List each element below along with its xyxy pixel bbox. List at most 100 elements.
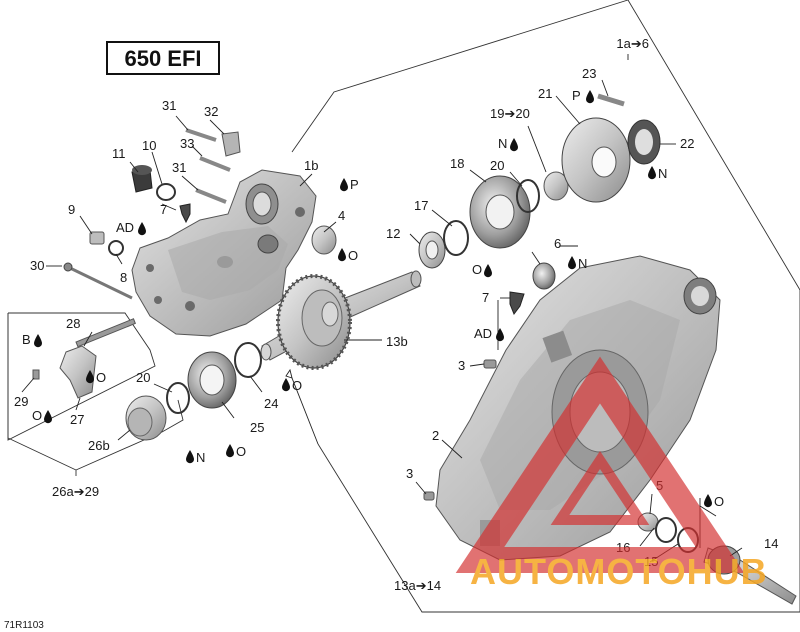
lube-mark-P-21: P bbox=[572, 88, 594, 104]
callout-24: 24 bbox=[264, 396, 278, 411]
lubricant-markers: P P N N N N O O bbox=[22, 88, 724, 509]
svg-text:AD: AD bbox=[116, 220, 134, 235]
seal-22 bbox=[627, 119, 661, 165]
bearing-6 bbox=[532, 262, 556, 290]
callout-7a: 7 bbox=[160, 202, 167, 217]
callout-7b: 7 bbox=[482, 290, 489, 305]
callout-12: 12 bbox=[386, 226, 400, 241]
svg-text:N: N bbox=[578, 256, 587, 271]
callout-32: 32 bbox=[204, 104, 218, 119]
callout-29: 29 bbox=[14, 394, 28, 409]
callout-13b: 13b bbox=[386, 334, 408, 349]
lube-mark-N-22: N bbox=[648, 166, 667, 181]
lube-mark-B-29: B bbox=[22, 332, 42, 348]
bevel-gear-shaft-13b bbox=[260, 270, 422, 370]
callout-31b: 31 bbox=[172, 160, 186, 175]
group-outline-left bbox=[7, 312, 184, 476]
oring-17 bbox=[443, 220, 469, 256]
model-title: 650 EFI bbox=[124, 46, 201, 71]
callout-26a-29: 26a➔29 bbox=[52, 484, 99, 499]
svg-text:P: P bbox=[572, 88, 581, 103]
callout-22: 22 bbox=[680, 136, 694, 151]
lube-mark-O-28: O bbox=[86, 370, 106, 385]
callout-33: 33 bbox=[180, 136, 194, 151]
lube-mark-AD-7b: AD bbox=[474, 326, 504, 342]
lube-mark-O-18: O bbox=[472, 262, 492, 278]
bearing-18 bbox=[469, 175, 531, 249]
bolts-31-33 bbox=[185, 128, 241, 204]
svg-text:N: N bbox=[658, 166, 667, 181]
bolt-7b bbox=[509, 291, 525, 316]
svg-text:O: O bbox=[32, 408, 42, 423]
svg-text:O: O bbox=[348, 248, 358, 263]
sleeve-19 bbox=[543, 171, 569, 201]
oring-20-left bbox=[166, 382, 190, 414]
callout-1b: 1b bbox=[304, 158, 318, 173]
svg-text:P: P bbox=[350, 177, 359, 192]
watermark-brand: AUTOMOTOHUB bbox=[470, 551, 768, 592]
callout-17: 17 bbox=[414, 198, 428, 213]
callout-13a-14: 13a➔14 bbox=[394, 578, 441, 593]
group-outline-right bbox=[291, 0, 800, 613]
lube-mark-O-24: O bbox=[704, 494, 724, 509]
cover-plate-21 bbox=[561, 117, 631, 203]
callout-19-20: 19➔20 bbox=[490, 106, 530, 121]
dowel-3b bbox=[423, 491, 435, 501]
callout-31a: 31 bbox=[162, 98, 176, 113]
callout-6: 6 bbox=[554, 236, 561, 251]
bolt-23 bbox=[597, 93, 625, 107]
callout-8: 8 bbox=[120, 270, 127, 285]
lube-mark-O-27: O bbox=[32, 408, 52, 424]
svg-text:O: O bbox=[292, 378, 302, 393]
lube-mark-AD-7a: AD bbox=[116, 220, 146, 236]
callout-20-left: 20 bbox=[136, 370, 150, 385]
lube-mark-O-13b: O bbox=[282, 378, 302, 393]
callout-3b: 3 bbox=[406, 466, 413, 481]
lube-mark-O-4: O bbox=[338, 248, 358, 263]
callout-30: 30 bbox=[30, 258, 44, 273]
callout-labels: 1a➔6 1b 2 3 3 4 5 6 7 7 8 9 10 11 12 13b… bbox=[14, 36, 778, 593]
shift-fork-27 bbox=[59, 318, 137, 399]
callout-23: 23 bbox=[582, 66, 596, 81]
figure-code: 71R1103 bbox=[4, 620, 44, 631]
svg-text:O: O bbox=[714, 494, 724, 509]
model-title-box: 650 EFI bbox=[106, 41, 220, 75]
sleeve-4 bbox=[311, 225, 337, 255]
lube-mark-N-20: N bbox=[186, 450, 205, 465]
svg-text:O: O bbox=[236, 444, 246, 459]
callout-14: 14 bbox=[764, 536, 778, 551]
svg-text:O: O bbox=[472, 262, 482, 277]
seal-12 bbox=[418, 231, 446, 269]
callout-10: 10 bbox=[142, 138, 156, 153]
watermark: AUTOMOTOHUB bbox=[455, 356, 768, 592]
callout-28: 28 bbox=[66, 316, 80, 331]
pin-29 bbox=[32, 369, 40, 380]
lube-mark-O-25: O bbox=[226, 444, 246, 459]
svg-text:AD: AD bbox=[474, 326, 492, 341]
callout-21: 21 bbox=[538, 86, 552, 101]
callout-9: 9 bbox=[68, 202, 75, 217]
callout-18: 18 bbox=[450, 156, 464, 171]
callout-20-top: 20 bbox=[490, 158, 504, 173]
callout-2: 2 bbox=[432, 428, 439, 443]
callout-1a-6: 1a➔6 bbox=[616, 36, 649, 51]
callout-3a: 3 bbox=[458, 358, 465, 373]
callout-4: 4 bbox=[338, 208, 345, 223]
callout-11: 11 bbox=[112, 146, 126, 161]
bolt-30 bbox=[63, 262, 133, 300]
oring-20-top bbox=[516, 179, 540, 213]
bolt-7a bbox=[179, 203, 191, 224]
svg-text:O: O bbox=[96, 370, 106, 385]
svg-text:B: B bbox=[22, 332, 31, 347]
washer-8 bbox=[108, 240, 124, 256]
left-housing-1b bbox=[131, 169, 317, 337]
oring-24 bbox=[234, 342, 262, 378]
svg-text:N: N bbox=[498, 136, 507, 151]
lube-mark-N-21: N bbox=[498, 136, 518, 152]
fitting-9 bbox=[89, 231, 105, 245]
coupling-26b bbox=[125, 395, 167, 441]
lube-mark-P-1b: P bbox=[340, 177, 359, 192]
lube-mark-N-6: N bbox=[568, 256, 587, 271]
